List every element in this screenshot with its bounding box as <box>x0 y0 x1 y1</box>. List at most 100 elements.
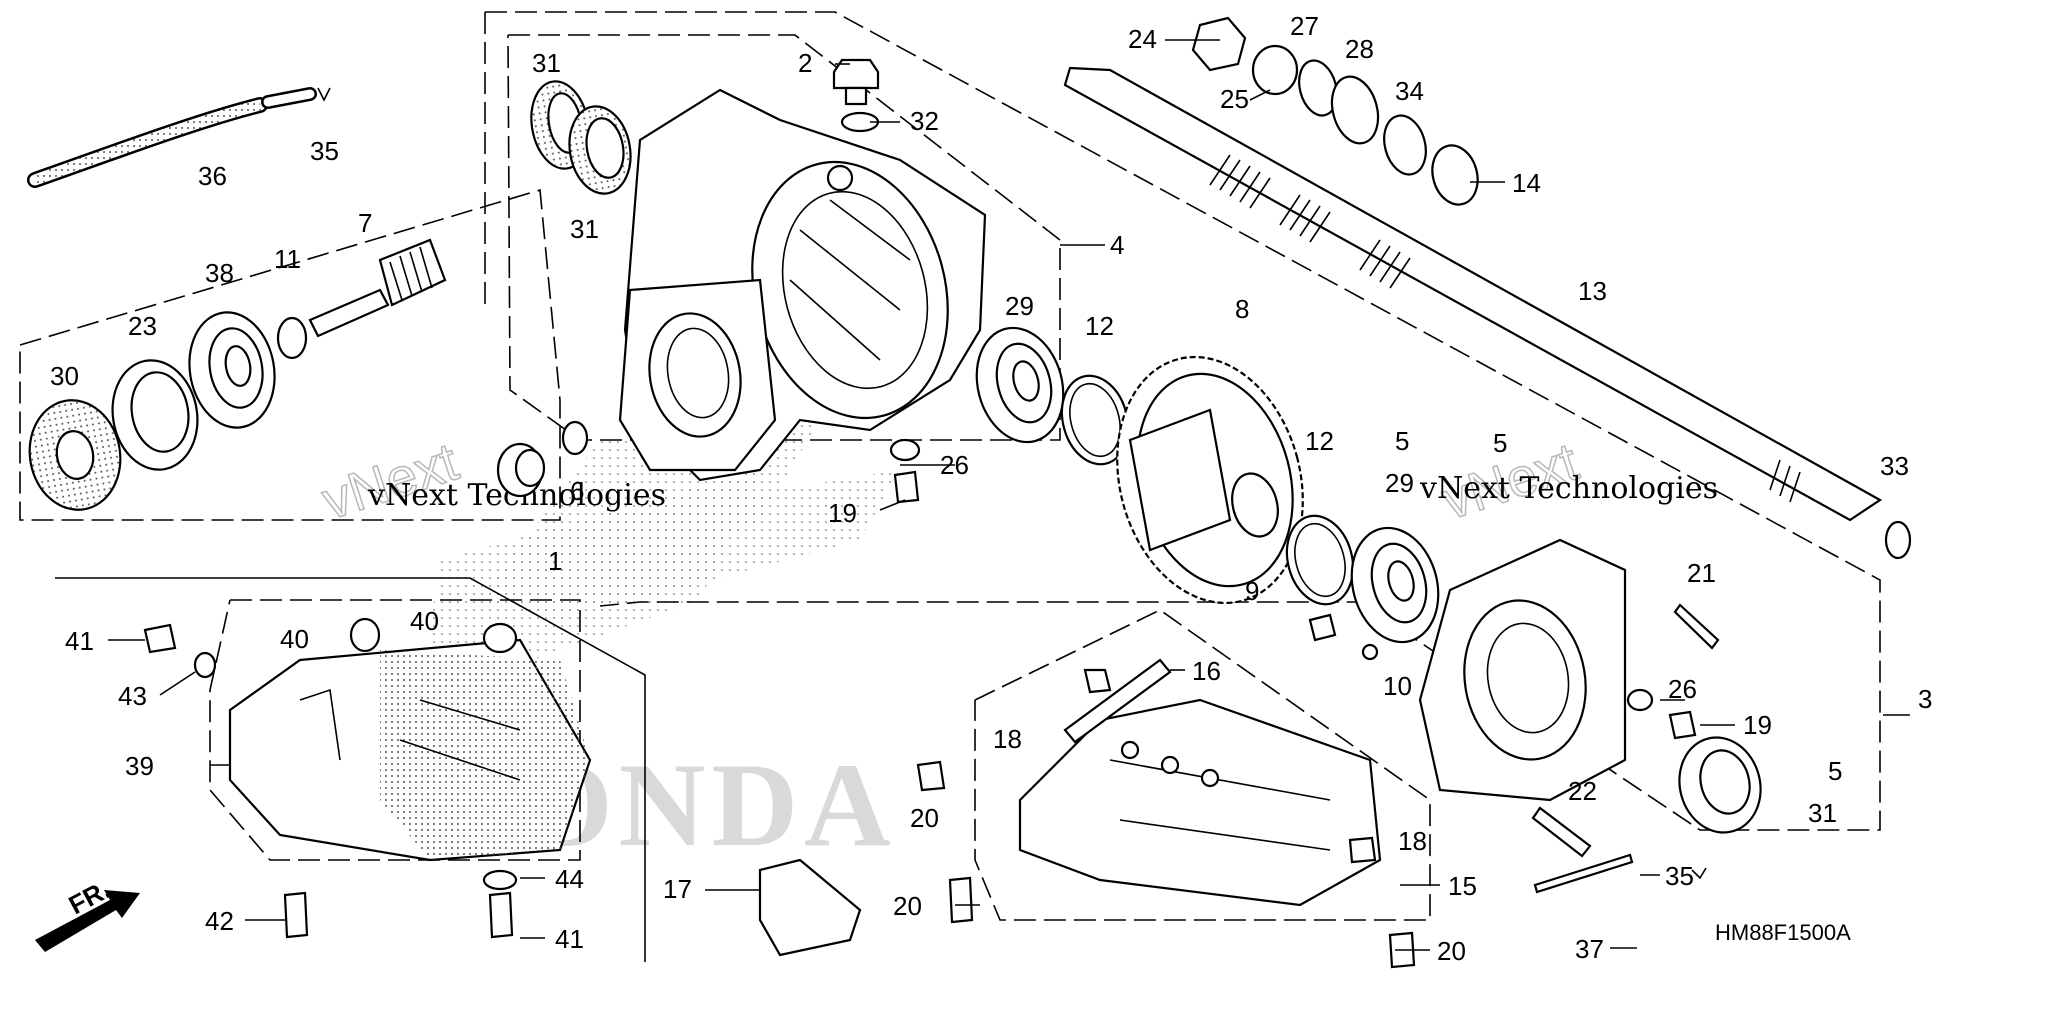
callout-7: 7 <box>358 208 372 238</box>
washer-43 <box>193 651 217 679</box>
cover-5 <box>1418 538 1627 802</box>
watermark-company-2: vNext Technologies <box>1419 471 1718 506</box>
callout-40-a: 40 <box>280 624 309 654</box>
callout-30: 30 <box>50 361 79 391</box>
washer-11 <box>276 316 308 360</box>
washer-28 <box>1330 75 1380 145</box>
bolt-41-a <box>143 623 177 654</box>
hose-clip-35 <box>317 87 331 102</box>
axle-shaft-13 <box>1063 66 1883 522</box>
front-arrow-icon <box>35 890 140 952</box>
washer-44 <box>482 869 518 891</box>
washer-26-a <box>889 438 921 462</box>
callout-21: 21 <box>1687 558 1716 588</box>
bolt-22 <box>1531 806 1592 858</box>
collar-6-parts <box>496 420 589 498</box>
rubber-18-a <box>1083 668 1112 694</box>
callout-9: 9 <box>1245 576 1259 606</box>
callout-13: 13 <box>1578 276 1607 306</box>
callout-35-b: 35 <box>1665 861 1694 891</box>
callout-41-b: 41 <box>555 924 584 954</box>
callout-44: 44 <box>555 864 584 894</box>
ring-gear-8 <box>1116 355 1304 605</box>
bracket-17 <box>758 858 862 957</box>
callout-41-a: 41 <box>65 626 94 656</box>
seal-16 <box>1063 658 1172 744</box>
callout-31-a: 31 <box>532 48 561 78</box>
callout-16: 16 <box>1192 656 1221 686</box>
callout-12-a: 12 <box>1085 311 1114 341</box>
drawing-code: HM88F1500A <box>1715 920 1851 945</box>
callout-23: 23 <box>128 311 157 341</box>
hose-clip-35-b <box>1691 867 1707 880</box>
callout-26-b: 26 <box>1668 674 1697 704</box>
callout-37: 37 <box>1575 934 1604 964</box>
bearing-34 <box>1383 114 1427 176</box>
callout-1: 1 <box>548 546 562 576</box>
callout-20-b: 20 <box>893 891 922 921</box>
oil-seal-31-c <box>1678 736 1762 834</box>
bolt-20-b <box>948 876 974 924</box>
callout-24: 24 <box>1128 24 1157 54</box>
bearing-29-a <box>975 326 1065 444</box>
callout-3: 3 <box>1918 684 1932 714</box>
washer-26-b <box>1626 688 1654 712</box>
oil-seal-31-b <box>568 105 632 195</box>
callout-33: 33 <box>1880 451 1909 481</box>
callout-43: 43 <box>118 681 147 711</box>
snap-ring-33 <box>1884 520 1912 560</box>
washer-27 <box>1298 59 1338 117</box>
callout-19-b: 19 <box>1743 710 1772 740</box>
callout-labels: 1 2 3 4 5 5 5 6 7 8 9 10 11 12 12 13 14 … <box>50 11 1932 966</box>
callout-17: 17 <box>663 874 692 904</box>
callout-39: 39 <box>125 751 154 781</box>
callout-20-a: 20 <box>910 803 939 833</box>
callout-27: 27 <box>1290 11 1319 41</box>
bolt-42 <box>283 891 309 939</box>
callout-31-b: 31 <box>570 214 599 244</box>
bolt-20-a <box>916 760 946 792</box>
bolt-19-a <box>893 470 920 504</box>
callout-31-c: 31 <box>1808 798 1837 828</box>
callout-19-a: 19 <box>828 498 857 528</box>
collar-40-b <box>482 622 518 654</box>
callout-5-a: 5 <box>1395 426 1409 456</box>
bolt-9 <box>1308 613 1337 642</box>
oil-seal-30 <box>28 399 122 511</box>
rubber-18-b <box>1348 836 1377 864</box>
pinion-gear-7 <box>308 238 447 338</box>
callout-34: 34 <box>1395 76 1424 106</box>
skid-plate-15 <box>1018 698 1382 907</box>
breather-hose-36 <box>27 87 317 188</box>
callout-15: 15 <box>1448 871 1477 901</box>
callout-2: 2 <box>798 48 812 78</box>
seal-14 <box>1431 144 1479 206</box>
callout-4: 4 <box>1110 230 1124 260</box>
dowel-10 <box>1361 643 1379 661</box>
callout-5-b: 5 <box>1493 428 1507 458</box>
nut-24 <box>1191 16 1247 72</box>
callout-26-a: 26 <box>940 450 969 480</box>
callout-28: 28 <box>1345 34 1374 64</box>
callout-6: 6 <box>570 476 584 506</box>
hose-37 <box>1533 853 1634 894</box>
callout-29-b: 29 <box>1385 468 1414 498</box>
callout-18-b: 18 <box>1398 826 1427 856</box>
callout-14: 14 <box>1512 168 1541 198</box>
callout-20-c: 20 <box>1437 936 1466 966</box>
callout-42: 42 <box>205 906 234 936</box>
callout-40-b: 40 <box>410 606 439 636</box>
callout-22: 22 <box>1568 776 1597 806</box>
callout-29-a: 29 <box>1005 291 1034 321</box>
group-boundaries <box>19 11 1881 962</box>
skid-plate-39 <box>228 638 592 862</box>
callout-10: 10 <box>1383 671 1412 701</box>
callout-35-a: 35 <box>310 136 339 166</box>
callout-32: 32 <box>910 106 939 136</box>
callout-5-c: 5 <box>1828 756 1842 786</box>
gear-case-4 <box>618 88 987 482</box>
callout-25: 25 <box>1220 84 1249 114</box>
callout-8: 8 <box>1235 294 1249 324</box>
